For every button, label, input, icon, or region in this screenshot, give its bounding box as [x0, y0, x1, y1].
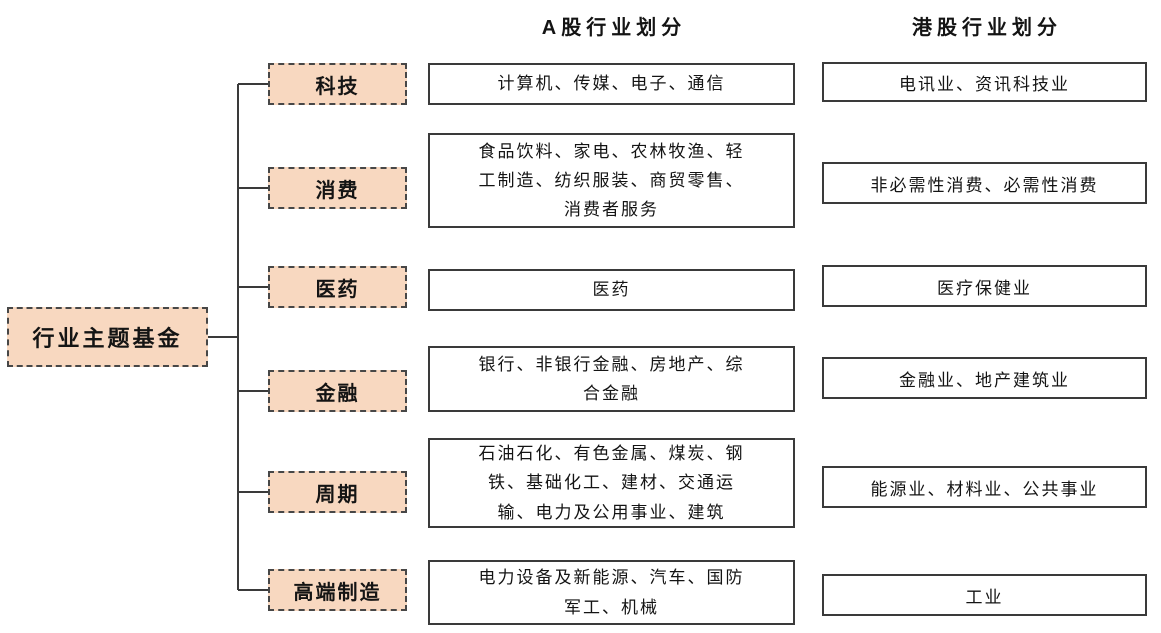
a-share-box-manufacturing: 电力设备及新能源、汽车、国防军工、机械: [428, 560, 795, 625]
a-share-box-pharma: 医药: [428, 269, 795, 311]
hk-box-cyclical: 能源业、材料业、公共事业: [822, 466, 1147, 508]
a-share-box-tech: 计算机、传媒、电子、通信: [428, 63, 795, 105]
hk-box-pharma: 医疗保健业: [822, 265, 1147, 307]
root-node-industry-theme-fund: 行业主题基金: [7, 307, 208, 367]
hk-box-finance: 金融业、地产建筑业: [822, 357, 1147, 399]
category-node-consumer: 消费: [268, 167, 407, 209]
category-node-cyclical: 周期: [268, 471, 407, 513]
a-share-box-consumer: 食品饮料、家电、农林牧渔、轻工制造、纺织服装、商贸零售、消费者服务: [428, 133, 795, 228]
column-header-a-share: A股行业划分: [541, 16, 687, 39]
hk-box-tech: 电讯业、资讯科技业: [822, 62, 1147, 102]
category-node-manufacturing: 高端制造: [268, 569, 407, 611]
a-share-box-cyclical: 石油石化、有色金属、煤炭、钢铁、基础化工、建材、交通运输、电力及公用事业、建筑: [428, 438, 795, 528]
category-node-finance: 金融: [268, 370, 407, 412]
a-share-box-finance: 银行、非银行金融、房地产、综合金融: [428, 346, 795, 412]
hk-box-manufacturing: 工业: [822, 574, 1147, 616]
column-header-hk: 港股行业划分: [912, 16, 1062, 39]
hk-box-consumer: 非必需性消费、必需性消费: [822, 162, 1147, 204]
category-node-pharma: 医药: [268, 266, 407, 308]
category-node-tech: 科技: [268, 63, 407, 105]
